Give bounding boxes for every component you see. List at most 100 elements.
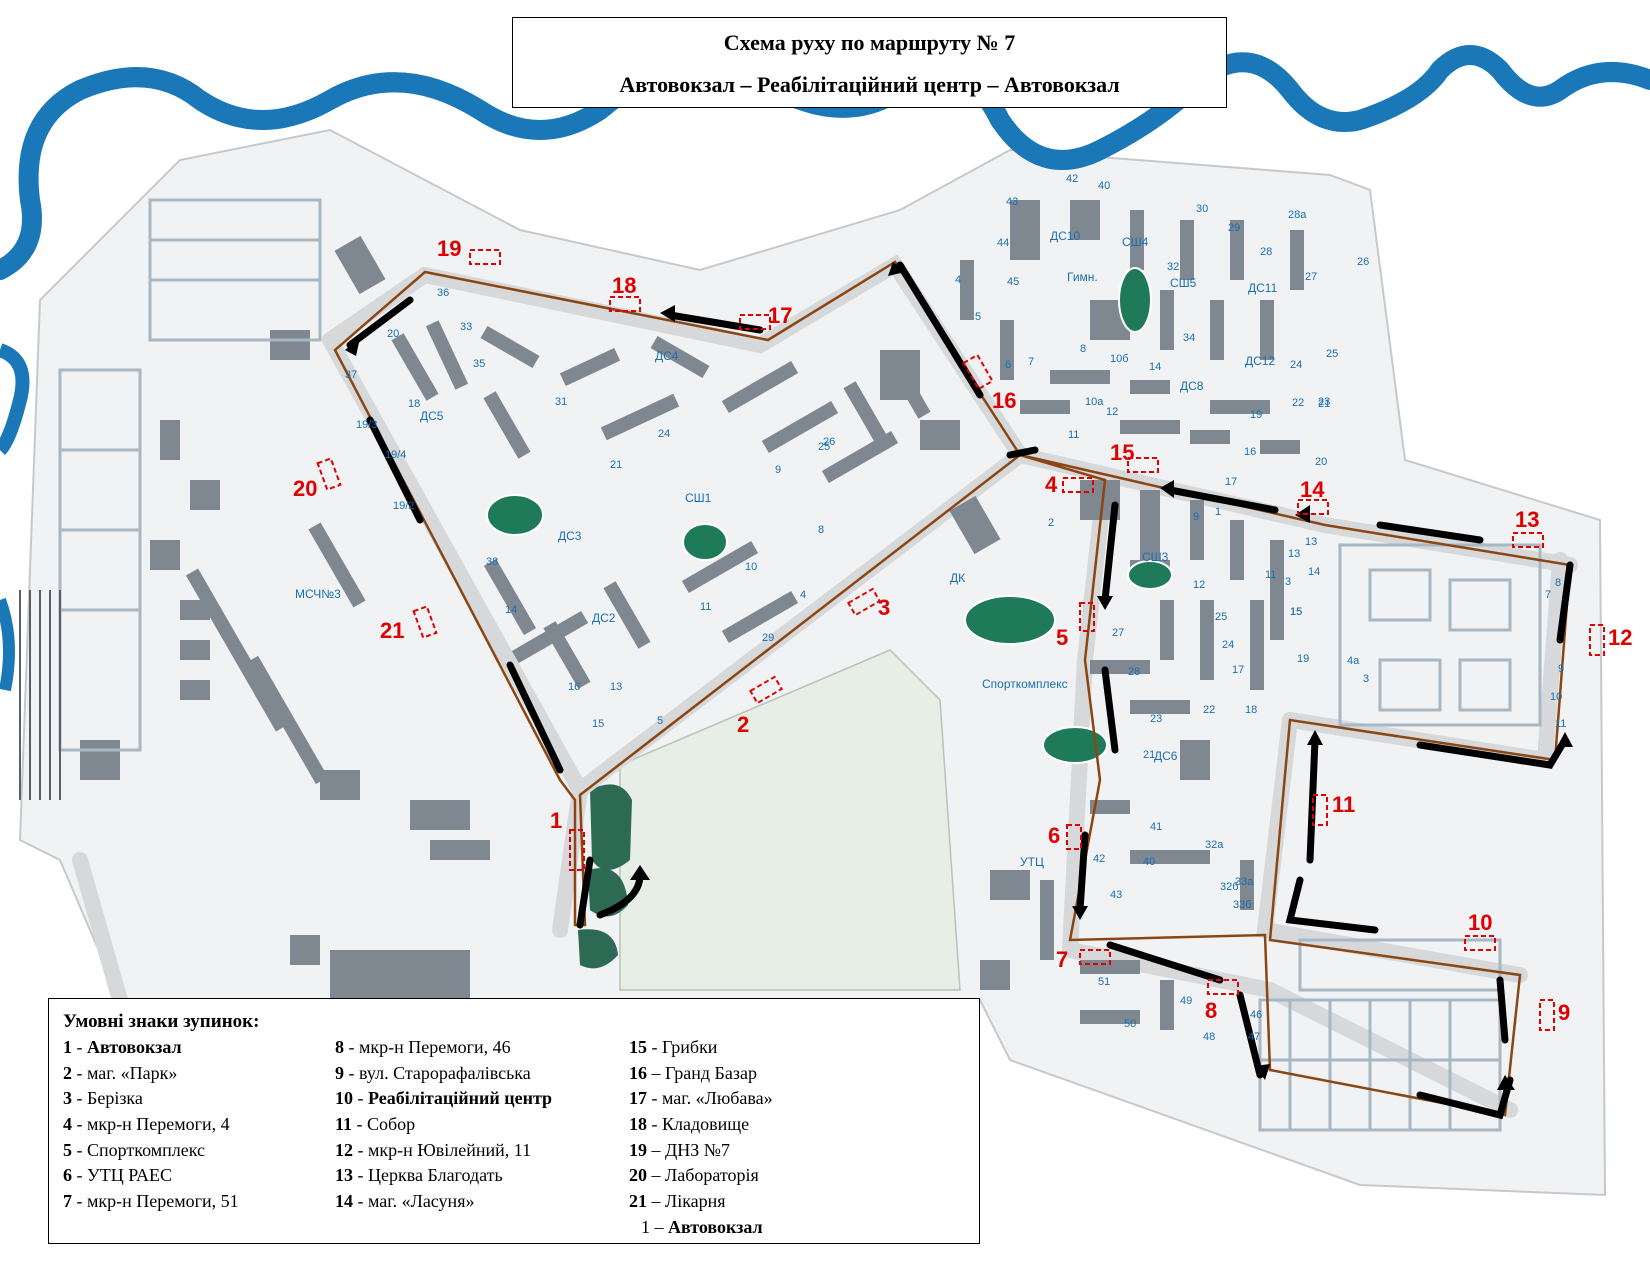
svg-text:21: 21 (1318, 398, 1330, 410)
map-subtitle: Автовокзал – Реабілітаційний центр – Авт… (619, 72, 1120, 97)
svg-text:22: 22 (1203, 704, 1215, 716)
stop-marker-2 (749, 675, 783, 705)
svg-text:8: 8 (1555, 577, 1561, 589)
svg-text:11: 11 (1068, 429, 1079, 441)
map-title: Схема руху по маршруту № 7 (723, 30, 1016, 55)
legend-item: 2 - маг. «Парк» (63, 1062, 178, 1083)
svg-text:24: 24 (658, 428, 670, 440)
legend-item: 18 - Кладовище (629, 1114, 750, 1135)
place-label: СШ3 (1142, 550, 1169, 564)
stop-number: 9 (1558, 1000, 1570, 1025)
svg-text:23: 23 (1318, 396, 1330, 408)
svg-text:35: 35 (473, 358, 485, 370)
svg-text:14: 14 (1149, 361, 1161, 373)
stop-marker-9 (1539, 999, 1555, 1031)
svg-text:18: 18 (1245, 704, 1257, 716)
legend-item: 16 – Гранд Базар (629, 1062, 757, 1083)
svg-text:9: 9 (1193, 511, 1199, 523)
direction-arrows (346, 261, 1574, 1120)
svg-text:4: 4 (800, 589, 806, 601)
stop-marker-11 (1312, 794, 1328, 826)
stop-numbers: 1 2 3 4 5 6 7 8 9 10 11 12 13 14 15 16 1… (293, 236, 1632, 1025)
svg-text:4: 4 (955, 274, 961, 286)
svg-text:16: 16 (1244, 446, 1256, 458)
stop-number: 16 (992, 388, 1016, 413)
svg-text:18: 18 (408, 398, 420, 410)
legend-item: 3 - Берізка (63, 1088, 143, 1109)
svg-text:19/3: 19/3 (356, 419, 377, 431)
stop-number: 8 (1205, 998, 1217, 1023)
svg-text:16: 16 (568, 681, 580, 693)
svg-text:7: 7 (1545, 589, 1551, 601)
place-label: ДС8 (1180, 379, 1204, 393)
place-label: ДС2 (592, 611, 616, 625)
stop-marker-5 (1079, 602, 1095, 632)
svg-text:8: 8 (1080, 343, 1086, 355)
svg-text:21: 21 (610, 459, 622, 471)
pond-1 (590, 784, 632, 870)
legend-column-1: 1 - Автовокзал 2 - маг. «Парк» 3 - Беріз… (63, 1037, 239, 1217)
svg-text:25: 25 (1326, 348, 1338, 360)
svg-text:25: 25 (1215, 611, 1227, 623)
svg-text:36: 36 (437, 287, 449, 299)
svg-text:11: 11 (1555, 718, 1566, 730)
legend-item: 4 - мкр-н Перемоги, 4 (63, 1114, 230, 1135)
place-label: СШ5 (1170, 276, 1197, 290)
stop-number: 11 (1332, 792, 1355, 817)
svg-text:30: 30 (1196, 203, 1208, 215)
legend-item: 7 - мкр-н Перемоги, 51 (63, 1191, 239, 1212)
legend-item: 14 - маг. «Ласуня» (335, 1191, 475, 1212)
svg-text:19/2: 19/2 (393, 500, 414, 512)
legend-final-stop: 1 – Автовокзал (641, 1217, 763, 1237)
svg-text:12: 12 (1106, 406, 1118, 418)
stop-marker-21 (412, 605, 438, 639)
stop-marker-18 (609, 296, 641, 312)
svg-text:14: 14 (505, 604, 517, 616)
svg-text:15: 15 (1290, 606, 1302, 618)
place-label: ДС10 (1050, 229, 1080, 243)
stop-number: 21 (380, 618, 404, 643)
svg-text:28: 28 (1128, 666, 1140, 678)
stop-number: 3 (878, 595, 890, 620)
place-label: ДС6 (1154, 749, 1178, 763)
svg-text:32б: 32б (1220, 881, 1239, 893)
stop-number: 10 (1468, 910, 1492, 935)
svg-text:48: 48 (1203, 1031, 1215, 1043)
stop-marker-20 (316, 457, 342, 491)
svg-text:17: 17 (1232, 664, 1244, 676)
svg-text:1: 1 (1215, 506, 1221, 518)
place-label: ДС3 (558, 529, 582, 543)
svg-text:14: 14 (1308, 566, 1320, 578)
stop-marker-3 (847, 587, 881, 617)
river-left-branch-2 (0, 597, 15, 692)
svg-text:7: 7 (1028, 356, 1034, 368)
place-label: ДК (950, 571, 965, 585)
svg-text:15: 15 (1290, 606, 1302, 618)
stop-marker-14 (1297, 499, 1329, 515)
svg-text:11: 11 (1265, 569, 1276, 581)
svg-text:13: 13 (1288, 548, 1300, 560)
legend-item: 17 - маг. «Любава» (629, 1088, 773, 1109)
svg-text:40: 40 (1143, 856, 1155, 868)
stop-number: 18 (612, 273, 636, 298)
legend-item: 9 - вул. Старорафалівська (335, 1062, 531, 1083)
park-area (619, 649, 961, 991)
place-label: СШ4 (1122, 235, 1149, 249)
legend-title: Умовні знаки зупинок: (63, 1011, 260, 1032)
svg-text:6: 6 (1005, 359, 1011, 371)
svg-text:31: 31 (555, 396, 567, 408)
svg-text:26: 26 (823, 436, 835, 448)
place-label: Спорткомплекс (982, 677, 1068, 691)
stop-marker-8 (1207, 979, 1239, 995)
svg-text:38: 38 (486, 556, 498, 568)
svg-text:10б: 10б (1110, 353, 1129, 365)
svg-text:28: 28 (1260, 246, 1272, 258)
svg-text:2: 2 (1048, 517, 1054, 529)
legend-item: 10 - Реабілітаційний центр (335, 1088, 553, 1109)
svg-text:29: 29 (1228, 222, 1240, 234)
svg-text:19: 19 (1250, 409, 1262, 421)
map-title-box: Схема руху по маршруту № 7 Автовокзал – … (512, 17, 1227, 108)
svg-text:43: 43 (1110, 889, 1122, 901)
place-label: СШ1 (685, 491, 712, 505)
stop-marker-13 (1512, 532, 1544, 548)
